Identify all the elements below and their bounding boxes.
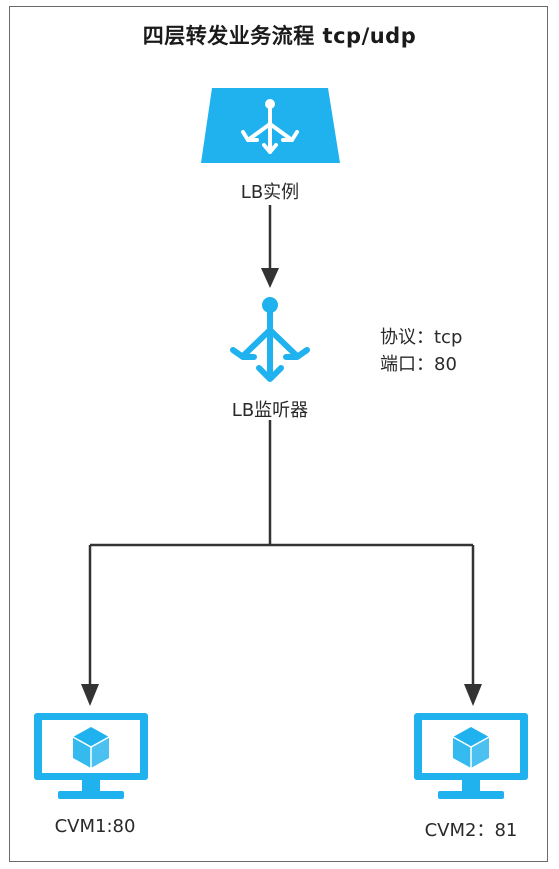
connector-instance-to-listener <box>261 205 279 288</box>
cvm2-monitor-icon <box>414 713 528 799</box>
diagram-title: 四层转发业务流程 tcp/udp <box>142 24 417 48</box>
cube-icon <box>72 727 110 768</box>
port-label: 端口：80 <box>380 354 457 375</box>
load-balancer-listener-icon <box>230 297 310 382</box>
diagram-frame <box>9 6 548 862</box>
lb-listener-label: LB监听器 <box>231 400 309 421</box>
cvm1-monitor-icon <box>34 713 148 799</box>
load-balancer-instance-icon <box>201 88 340 163</box>
cvm2-label: CVM2：81 <box>424 820 518 841</box>
lb-instance-label: LB实例 <box>240 182 300 203</box>
cvm1-label: CVM1:80 <box>54 816 136 837</box>
connector-listener-to-backends <box>81 420 482 706</box>
cube-icon <box>452 727 490 768</box>
protocol-label: 协议：tcp <box>380 327 463 348</box>
